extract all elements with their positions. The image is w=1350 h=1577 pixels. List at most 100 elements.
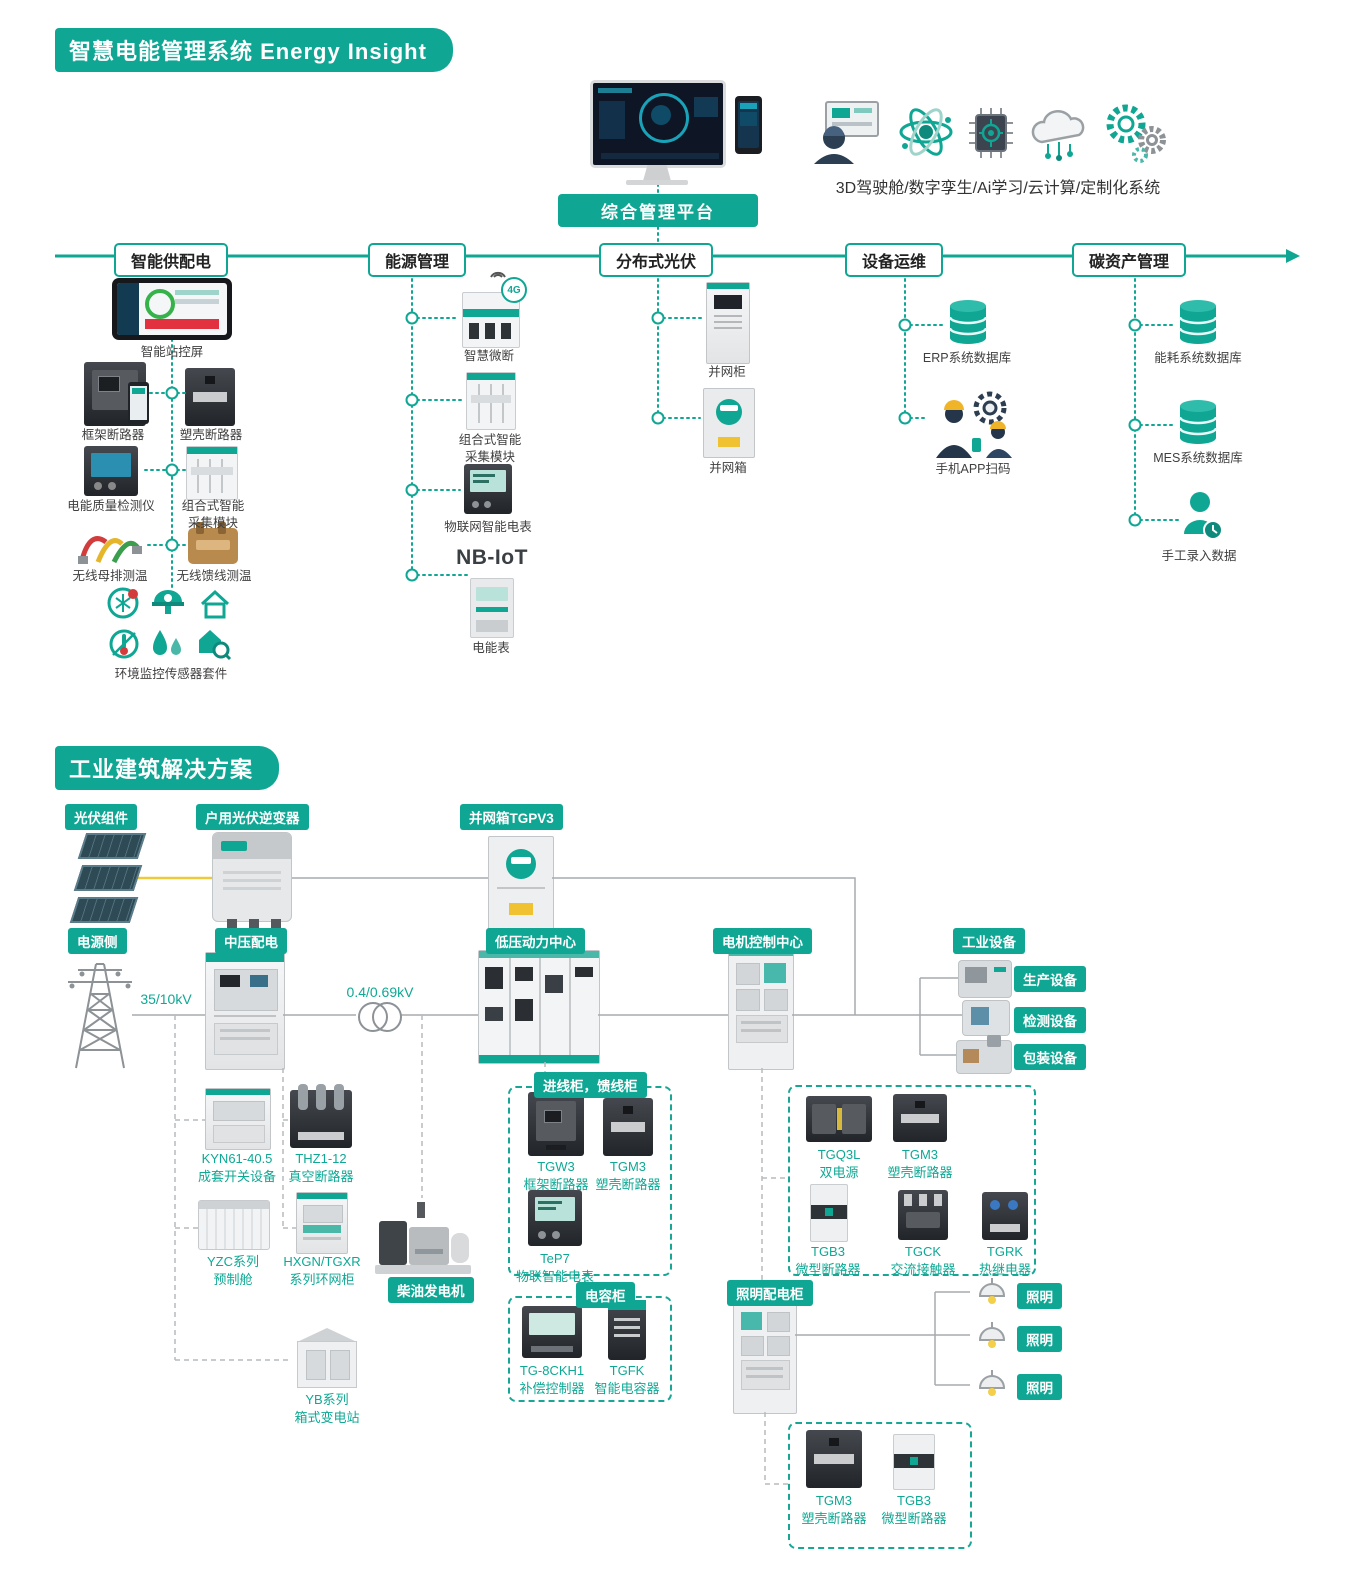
transformer-symbol-2 (372, 1002, 402, 1032)
label-env-kit: 环境监控传感器套件 (114, 667, 228, 681)
badge-inverter: 户用光伏逆变器 (196, 804, 309, 830)
platform-label: 综合管理平台 (558, 194, 758, 227)
tgm3-image-c (806, 1430, 862, 1488)
section-title-industrial: 工业建筑解决方案 (55, 746, 280, 790)
label-manual-entry: 手工录入数据 (1161, 549, 1237, 563)
badge-source-side: 电源侧 (68, 928, 127, 954)
grid-box-image (703, 388, 755, 458)
label-mes-db: MES系统数据库 (1153, 451, 1243, 465)
erp-database-icon (948, 300, 988, 344)
node (1128, 513, 1142, 527)
station-control-screen (112, 278, 232, 340)
label-hxgn: HXGN/TGXR 系列环网柜 (283, 1254, 361, 1287)
node (405, 393, 419, 407)
diesel-generator-image (375, 1198, 471, 1274)
mccb-image (185, 368, 235, 426)
label-tgm3-a: TGM3 塑壳断路器 (595, 1159, 661, 1192)
tgb3-image-b (893, 1434, 935, 1490)
transmission-tower (68, 963, 132, 1069)
platform-phone (735, 96, 762, 154)
badge-mv: 中压配电 (215, 928, 287, 954)
label-feeder-temp: 无线馈线测温 (176, 569, 252, 583)
node (1128, 418, 1142, 432)
iot-meter-image (464, 464, 512, 514)
badge-lighting-cabinet: 照明配电柜 (727, 1280, 813, 1306)
ai-learning-chip-icon (969, 108, 1013, 158)
mes-database-icon (1178, 400, 1218, 444)
badge-diesel: 柴油发电机 (388, 1277, 474, 1303)
badge-incoming-feeder: 进线柜，馈线柜 (534, 1072, 647, 1098)
label-combo-module-2: 组合式智能 采集模块 (458, 433, 522, 464)
node (651, 311, 665, 325)
tgrk-image (982, 1192, 1028, 1240)
tgq3l-image (806, 1096, 872, 1142)
label-kyn61: KYN61-40.5 成套开关设备 (197, 1151, 277, 1184)
mcc-products-box (788, 1085, 1036, 1276)
thermometer-icon (109, 629, 139, 659)
cloud-computing-icon (1031, 110, 1085, 161)
tgm3-image-a (603, 1098, 653, 1156)
hxgn-image (296, 1192, 348, 1254)
label-busbar-temp: 无线母排测温 (72, 569, 148, 583)
node (165, 386, 179, 400)
manual-entry-person-icon (1184, 492, 1222, 540)
custom-system-gears-icon (1106, 104, 1166, 163)
label-tgb3-a: TGB3 微型断路器 (795, 1244, 861, 1277)
tg8ckh1-image (522, 1306, 582, 1358)
label-app-scan: 手机APP扫码 (935, 462, 1011, 476)
label-04-069kv: 0.4/0.69kV (346, 984, 414, 1000)
pv-panels-image (69, 833, 158, 929)
busbar-temp-wires (78, 536, 142, 564)
label-yb: YB系列 箱式变电站 (294, 1392, 360, 1425)
badge-gridbox-tgpv3: 并网箱TGPV3 (460, 804, 563, 830)
env-sensor-kit (104, 586, 240, 664)
node (1128, 318, 1142, 332)
label-energy-db: 能耗系统数据库 (1154, 351, 1242, 365)
node (898, 318, 912, 332)
testing-machine-image (962, 1000, 1010, 1036)
label-mccb: 塑壳断路器 (179, 428, 243, 442)
power-quality-meter-image (84, 446, 138, 496)
badge-pv-module: 光伏组件 (65, 804, 137, 830)
label-tgm3-b: TGM3 塑壳断路器 (887, 1147, 953, 1180)
tgpv3-box-image (488, 836, 554, 930)
label-tgck: TGCK 交流接触器 (890, 1244, 956, 1277)
node (405, 568, 419, 582)
signal-arcs-icon (490, 271, 506, 278)
label-energy-meter: 电能表 (472, 641, 510, 655)
label-tgw3: TGW3 框架断路器 (523, 1159, 589, 1192)
lamp-icon-1 (978, 1278, 1006, 1304)
humidity-drops-icon (153, 630, 181, 655)
lamp-icon-2 (978, 1322, 1006, 1348)
badge-packing: 包装设备 (1014, 1044, 1086, 1070)
label-grid-cabinet: 并网柜 (708, 365, 746, 379)
label-iot-meter: 物联网智能电表 (444, 520, 532, 534)
node (165, 538, 179, 552)
node (651, 411, 665, 425)
branch-carbon-asset: 碳资产管理 (1072, 243, 1187, 277)
label-tgfk: TGFK 智能电容器 (594, 1363, 660, 1396)
label-grid-box: 并网箱 (709, 461, 747, 475)
production-machine-image (958, 960, 1012, 998)
label-yzc: YZC系列 预制舱 (206, 1254, 260, 1287)
tgck-image (898, 1190, 948, 1240)
label-tgb3-b: TGB3 微型断路器 (881, 1493, 947, 1526)
inverter-image (212, 832, 292, 929)
feeder-temp-sensor (188, 522, 238, 564)
branch-smart-power: 智能供配电 (114, 243, 229, 277)
cockpit-3d-icon (814, 101, 879, 164)
camera-icon (152, 590, 184, 614)
badge-production: 生产设备 (1014, 966, 1086, 992)
section-title-energy-insight: 智慧电能管理系统 Energy Insight (55, 28, 453, 72)
tgw3-image (528, 1092, 584, 1156)
yzc-image (198, 1200, 270, 1250)
energy-database-icon (1178, 300, 1218, 344)
nbiot-logo: NB-IoT (456, 546, 528, 569)
thz1-image (290, 1084, 352, 1148)
tgb3-image-a (810, 1184, 848, 1242)
badge-lighting-2: 照明 (1017, 1326, 1062, 1352)
badge-lighting-3: 照明 (1017, 1374, 1062, 1400)
node (165, 463, 179, 477)
label-tg8ckh1: TG-8CKH1 补偿控制器 (519, 1363, 585, 1396)
combo-module-image-2 (466, 372, 516, 430)
